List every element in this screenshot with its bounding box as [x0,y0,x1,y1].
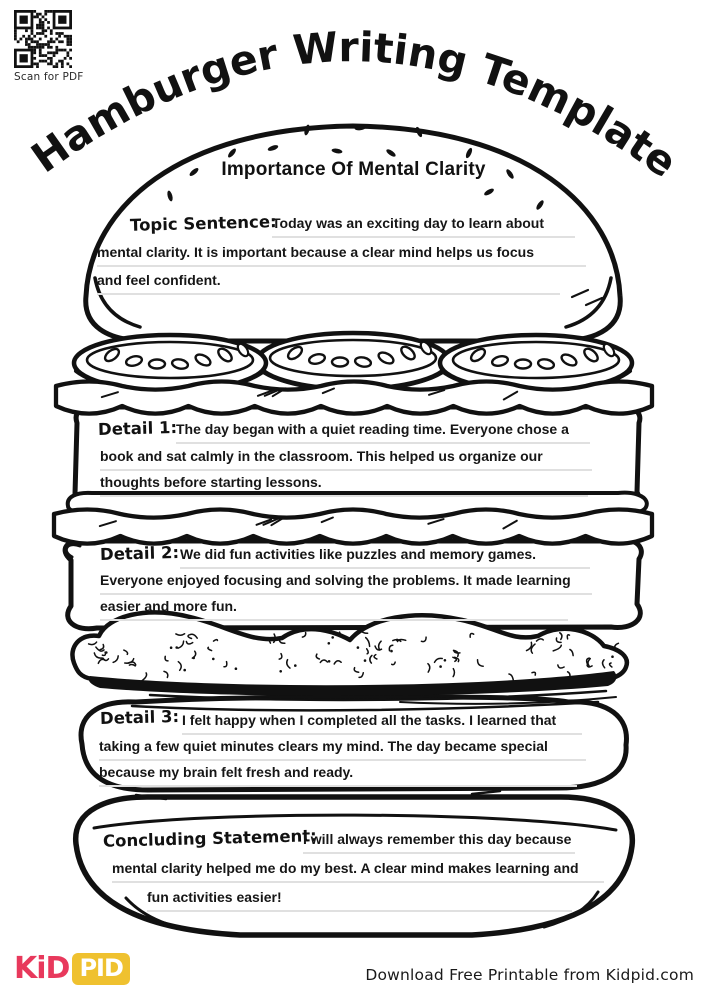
essay-title: Importance Of Mental Clarity [221,159,486,180]
bottom-bun [73,789,635,938]
detail-2-line-3: easier and more fun. [100,597,568,621]
topic-line-2: mental clarity. It is important because … [97,243,586,267]
patty-layer [70,610,630,705]
lettuce-layer-1 [53,379,655,416]
detail-1-line-2: book and sat calmly in the classroom. Th… [100,447,592,471]
logo-pid-badge: PID [72,952,130,985]
conclusion-line-2: mental clarity helped me do my best. A c… [112,859,604,883]
conclusion-line-3: fun activities easier! [147,888,572,912]
topic-line-3: and feel confident. [97,271,560,295]
qr-code [14,10,72,68]
topic-line-1: Today was an exciting day to learn about [272,214,575,238]
conclusion-line-1: I will always remember this day because [303,830,575,854]
detail-3-label: Detail 3: [99,706,180,729]
download-text: Download Free Printable from Kidpid.com [365,966,694,984]
kidpid-logo: KiD PID [14,951,130,986]
detail-1-line-3: thoughts before starting lessons. [100,473,588,497]
detail-1-label: Detail 1: [97,417,178,440]
detail-2-label: Detail 2: [99,542,180,565]
detail-3-line-3: because my brain felt fresh and ready. [99,763,577,787]
detail-2-line-1: We did fun activities like puzzles and m… [180,545,590,569]
detail-2-line-2: Everyone enjoyed focusing and solving th… [100,571,592,595]
detail-3-panel [78,694,629,793]
detail-3-line-2: taking a few quiet minutes clears my min… [99,737,586,761]
qr-caption: Scan for PDF [14,71,84,83]
detail-3-line-1: I felt happy when I completed all the ta… [182,711,582,735]
topic-sentence-label: Topic Sentence: [129,212,277,235]
sesame-seeds [167,124,544,210]
qr-block: Scan for PDF [14,10,84,83]
detail-1-line-1: The day began with a quiet reading time.… [176,420,590,444]
logo-kid-text: KiD [14,951,70,986]
lettuce-layer-2 [51,507,655,546]
